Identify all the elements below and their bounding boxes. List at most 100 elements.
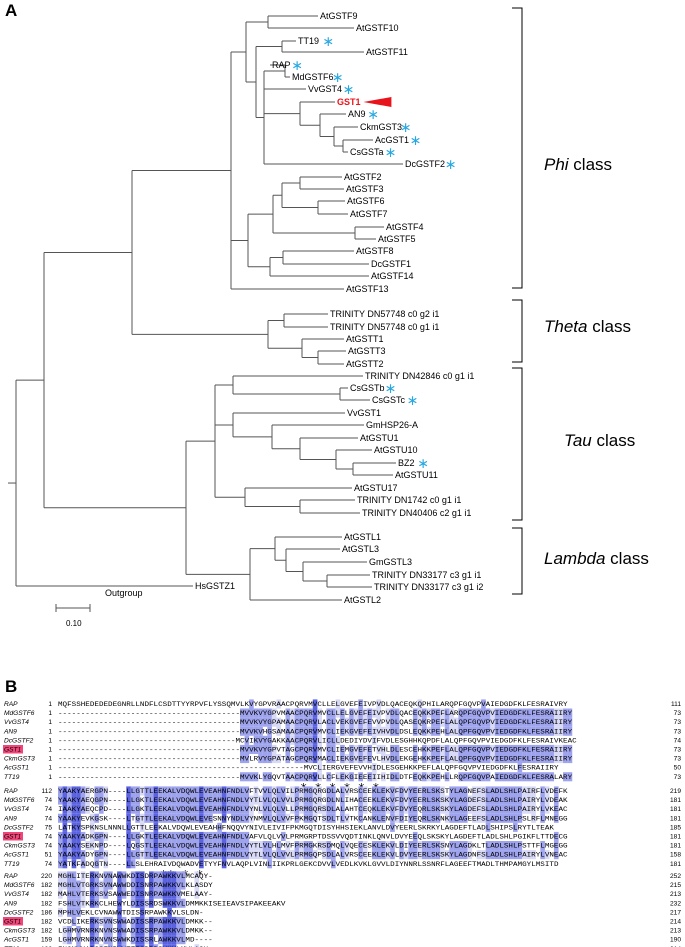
residue-shading <box>522 804 527 814</box>
leaf-label: CsGSTa <box>350 147 384 157</box>
residue-shading <box>162 880 168 890</box>
residue-shading <box>317 735 322 745</box>
residue-shading <box>517 754 523 764</box>
leaf-label: GmGSTL3 <box>369 557 412 567</box>
sequence-residues: YAAKYEVKGSK----LTGTTLEEKALVDQWLEVESNNYND… <box>58 815 568 822</box>
residue-shading <box>76 786 81 796</box>
residue-shading <box>230 813 236 823</box>
residue-shading <box>412 754 418 764</box>
residue-shading <box>494 813 500 823</box>
sequence-name: MdGSTF6 <box>4 797 35 804</box>
residue-shading <box>412 831 418 841</box>
sequence-start: 182 <box>41 900 52 907</box>
residue-shading <box>208 813 213 823</box>
residue-shading <box>290 786 295 796</box>
residue-shading <box>235 813 241 823</box>
residue-shading <box>89 822 95 832</box>
residue-shading <box>481 795 486 805</box>
residue-shading <box>303 850 309 860</box>
residue-shading <box>340 754 345 764</box>
residue-shading <box>549 708 555 718</box>
sequence-end: 252 <box>670 873 681 880</box>
residue-shading <box>462 717 468 727</box>
residue-shading <box>58 795 63 805</box>
residue-shading <box>440 850 445 860</box>
residue-shading <box>303 786 309 796</box>
leaf-label: BZ2 <box>398 458 415 468</box>
residue-shading <box>135 786 140 796</box>
highlight-star-icon: ∗ <box>367 106 379 122</box>
class-label-italic: Tau <box>564 431 592 450</box>
residue-shading <box>508 850 514 860</box>
residue-shading <box>98 841 104 851</box>
residue-shading <box>508 726 514 736</box>
residue-shading <box>531 754 536 764</box>
residue-shading <box>522 744 527 754</box>
highlight-box <box>3 745 23 754</box>
residue-shading <box>513 822 518 832</box>
leaf-label: TRINITY DN57748 c0 g1 i1 <box>330 322 439 332</box>
residue-shading <box>226 795 231 805</box>
sequence-start: 182 <box>41 919 52 926</box>
residue-shading <box>412 804 418 814</box>
residue-shading <box>162 813 168 823</box>
residue-shading <box>449 850 454 860</box>
residue-shading <box>526 804 532 814</box>
residue-shading <box>262 841 268 851</box>
residue-shading <box>540 786 545 796</box>
residue-shading <box>485 772 491 782</box>
residue-shading <box>271 708 277 718</box>
residue-shading <box>513 772 518 782</box>
residue-shading <box>80 898 86 908</box>
residue-shading <box>381 786 386 796</box>
residue-shading <box>308 772 313 782</box>
residue-shading <box>549 717 555 727</box>
leaf-label: AN9 <box>348 109 366 119</box>
residue-shading <box>276 813 282 823</box>
residue-shading <box>108 926 113 936</box>
residue-shading <box>371 850 377 860</box>
residue-shading <box>517 813 523 823</box>
residue-shading <box>135 804 140 814</box>
residue-shading <box>85 795 90 805</box>
sequence-residues: ----------------------------------------… <box>58 710 572 717</box>
residue-shading <box>467 841 473 851</box>
residue-shading <box>553 744 559 754</box>
residue-shading <box>426 841 432 851</box>
residue-shading <box>453 786 459 796</box>
residue-shading <box>349 708 354 718</box>
residue-shading <box>303 726 309 736</box>
residue-shading <box>121 880 127 890</box>
residue-shading <box>517 772 523 782</box>
residue-shading <box>80 786 86 796</box>
residue-shading <box>194 841 200 851</box>
residue-shading <box>371 708 377 718</box>
residue-shading <box>503 786 509 796</box>
residue-shading <box>340 804 345 814</box>
residue-shading <box>485 813 491 823</box>
residue-shading <box>276 717 282 727</box>
residue-shading <box>326 708 332 718</box>
sequence-start: 1 <box>48 701 52 708</box>
sequence-name: CkmGST3 <box>4 928 35 935</box>
residue-shading <box>217 822 222 832</box>
residue-shading <box>180 850 186 860</box>
residue-shading <box>158 926 163 936</box>
residue-shading <box>180 926 186 936</box>
residue-shading <box>139 907 145 917</box>
residue-shading <box>376 813 382 823</box>
residue-shading <box>89 916 95 926</box>
residue-shading <box>426 754 432 764</box>
residue-shading <box>349 754 354 764</box>
residue-shading <box>381 813 386 823</box>
highlight-star-icon: ∗ <box>322 33 334 49</box>
residue-shading <box>158 831 163 841</box>
residue-shading <box>417 708 423 718</box>
residue-shading <box>230 795 236 805</box>
residue-shading <box>362 786 368 796</box>
residue-shading <box>503 726 509 736</box>
residue-shading <box>485 786 491 796</box>
sequence-start: 1 <box>48 710 52 717</box>
residue-shading <box>117 935 122 945</box>
